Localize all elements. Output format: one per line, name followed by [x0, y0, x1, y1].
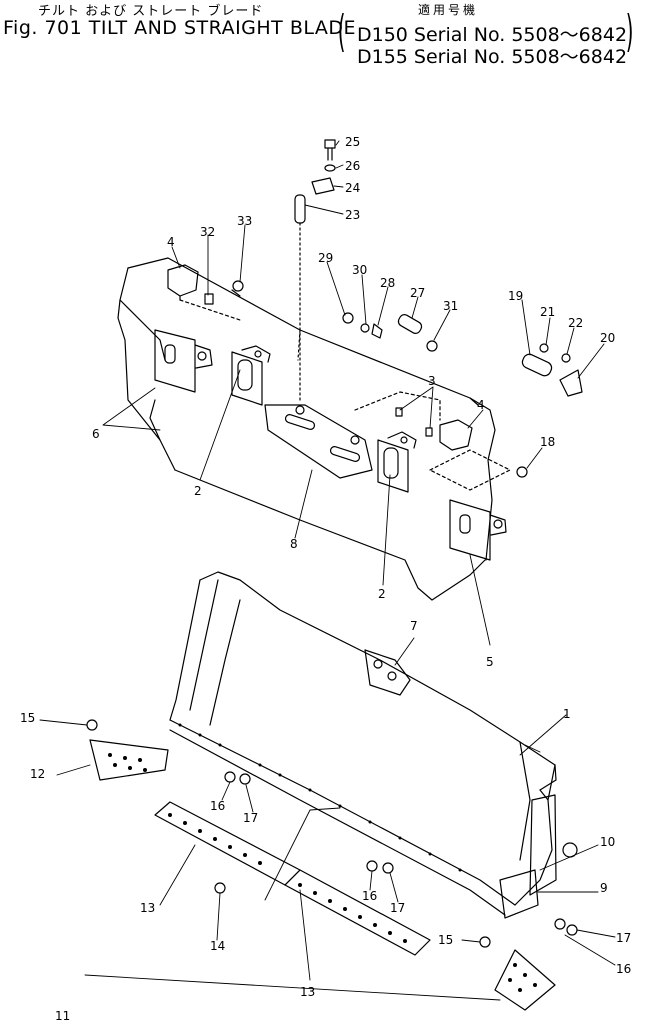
nut-17-b [382, 862, 394, 874]
callout-label: 4 [167, 235, 175, 249]
plate-8 [264, 404, 373, 479]
callout-label: 16 [616, 962, 631, 976]
nut-16-c [554, 918, 566, 930]
callout-label: 30 [352, 263, 367, 277]
callout-label: 24 [345, 181, 360, 195]
callout-label: 20 [600, 331, 615, 345]
leader-lines [39, 140, 616, 1001]
hook-7 [364, 649, 411, 696]
serial-range-d155: D155 Serial No. 5508～6842 [357, 46, 628, 68]
shim-3 [395, 407, 433, 437]
callout-label: 29 [318, 251, 333, 265]
callout-label: 5 [486, 655, 494, 669]
serial-range-d150: D150 Serial No. 5508～6842 [357, 24, 628, 46]
end-bit-12 [89, 739, 169, 781]
bolt-18 [516, 466, 528, 478]
callout-label: 25 [345, 135, 360, 149]
callout-label: 15 [20, 711, 35, 725]
bracket-5 [449, 499, 507, 561]
callout-label: 8 [290, 537, 298, 551]
callout-label: 2 [194, 484, 202, 498]
callout-label: 6 [92, 427, 100, 441]
washer-30 [360, 323, 370, 333]
assembly-lines [179, 299, 511, 491]
right-bracket: ) [625, 6, 634, 57]
bolt-21 [539, 343, 549, 353]
callout-label: 17 [390, 901, 405, 915]
bolt-15-left [86, 719, 98, 731]
nut-16-b [366, 860, 378, 872]
callout-label: 27 [410, 286, 425, 300]
callout-label: 2 [378, 587, 386, 601]
end-bit-11 [494, 949, 556, 1011]
bolt-33 [231, 280, 244, 297]
callout-label: 32 [200, 225, 215, 239]
callout-label: 9 [600, 881, 608, 895]
cap-4-right [439, 419, 473, 451]
shim-32 [204, 293, 214, 305]
callout-label: 15 [438, 933, 453, 947]
callout-label: 13 [140, 901, 155, 915]
callout-label: 12 [30, 767, 45, 781]
callout-label: 17 [616, 931, 631, 945]
pin-23 [294, 194, 306, 224]
callout-label: 16 [362, 889, 377, 903]
pin-19 [521, 353, 553, 377]
blade-bolt-holes [178, 723, 462, 872]
callout-label: 3 [428, 374, 436, 388]
applicable-models-heading: 適用号機 [418, 3, 479, 17]
japanese-title: チルト および ストレート ブレード [38, 4, 264, 19]
bolt-15-right [479, 936, 491, 948]
bolt-29 [342, 312, 354, 324]
callout-labels: 1 2 2 3 4 4 5 6 7 8 9 10 11 12 13 13 14 … [20, 135, 631, 1022]
callout-label: 18 [540, 435, 555, 449]
callout-label: 23 [345, 208, 360, 222]
nut-17-c [566, 924, 578, 936]
left-bracket: ( [337, 6, 346, 57]
callout-label: 16 [210, 799, 225, 813]
pin-27 [397, 314, 423, 334]
plate-20 [559, 369, 583, 397]
callout-label: 14 [210, 939, 225, 953]
plate-9 [499, 869, 539, 919]
washer-22 [561, 353, 571, 363]
callout-label: 31 [443, 299, 458, 313]
cap-4-left [167, 264, 199, 301]
callout-label: 21 [540, 305, 555, 319]
callout-label: 33 [237, 214, 252, 228]
bracket-6 [154, 329, 213, 393]
blade-1 [169, 571, 578, 919]
callout-label: 4 [477, 398, 485, 412]
nut-16-a [224, 771, 236, 783]
nut-17-a [239, 773, 251, 785]
bolt-14 [214, 882, 226, 894]
callout-label: 17 [243, 811, 258, 825]
callout-label: 19 [508, 289, 523, 303]
figure-title: Fig. 701 TILT AND STRAIGHT BLADE [3, 17, 357, 39]
callout-label: 28 [380, 276, 395, 290]
callout-label: 13 [300, 985, 315, 999]
blade-back-frame [117, 257, 496, 601]
cutting-edge-13-right [284, 869, 431, 956]
callout-label: 7 [410, 619, 418, 633]
washer-26 [324, 164, 336, 172]
bolt-25 [324, 139, 336, 161]
callout-label: 26 [345, 159, 360, 173]
end-plate-10 [529, 794, 557, 896]
callout-label: 22 [568, 316, 583, 330]
pin-28 [371, 323, 383, 339]
callout-label: 1 [563, 707, 571, 721]
bracket-2-right [377, 431, 417, 493]
nut-31 [426, 340, 438, 352]
callout-label: 10 [600, 835, 615, 849]
callout-label: 11 [55, 1009, 70, 1022]
plate-24 [311, 177, 335, 195]
